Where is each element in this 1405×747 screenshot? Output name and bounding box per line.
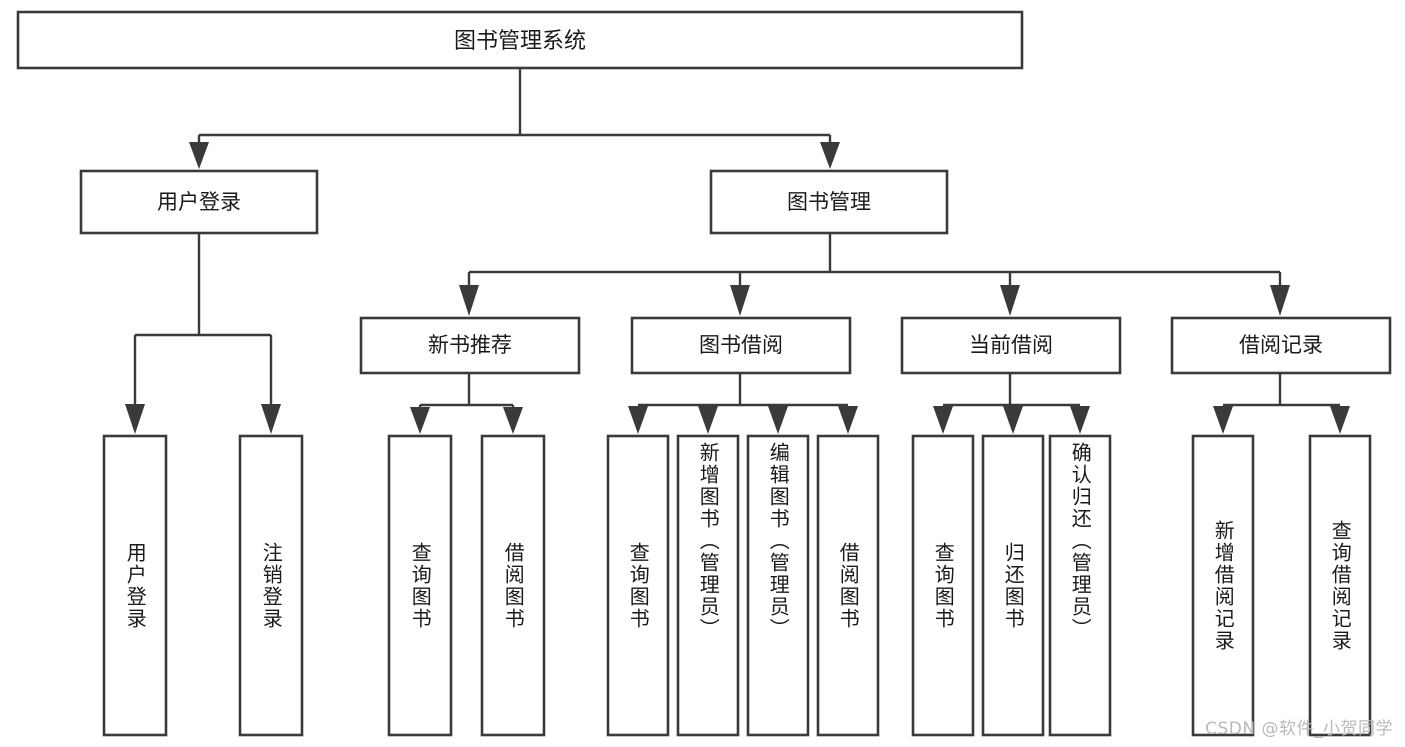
book-borrow-label: 图书借阅 [699, 333, 783, 357]
arrowhead-br-add [1213, 406, 1233, 434]
node-borrow-record[interactable]: 借阅记录 [1170, 316, 1392, 375]
arrowhead-borrow-record [1270, 285, 1290, 316]
edge-group-root [189, 68, 840, 169]
root-box[interactable] [16, 10, 1024, 70]
leaf-boxes [102, 434, 1372, 737]
arrowhead-new-book-rec [459, 285, 479, 316]
leaf-box-bb-borrow[interactable] [816, 434, 880, 737]
edge-group-book-borrow [628, 373, 858, 434]
new-book-rec-box[interactable] [359, 316, 581, 375]
node-book-borrow[interactable]: 图书借阅 [630, 316, 852, 375]
arrowhead-bb-query [628, 406, 648, 434]
leaf-box-leaf-user-login[interactable] [102, 434, 168, 737]
arrowhead-cb-query [933, 406, 953, 434]
arrowhead-br-query [1330, 406, 1350, 434]
current-borrow-box[interactable] [900, 316, 1122, 375]
book-manage-label: 图书管理 [787, 190, 871, 214]
node-current-borrow[interactable]: 当前借阅 [900, 316, 1122, 375]
edge-group-new-book-rec [410, 373, 523, 434]
arrowhead-nb-borrow [503, 407, 523, 434]
watermark-text: CSDN @软件_小贺同学 [1205, 719, 1393, 739]
node-new-book-rec[interactable]: 新书推荐 [359, 316, 581, 375]
edge-group-book-manage [459, 233, 1290, 316]
arrowhead-nb-query [410, 407, 430, 434]
root-label: 图书管理系统 [454, 29, 586, 54]
arrowhead-book-manage [820, 142, 840, 169]
user-login-label: 用户登录 [157, 190, 241, 214]
arrowhead-book-borrow [730, 285, 750, 316]
leaf-box-br-add[interactable] [1191, 434, 1255, 737]
arrowhead-user-login [189, 142, 209, 169]
arrowhead-bb-borrow [838, 406, 858, 434]
leaf-box-bb-add[interactable] [676, 434, 740, 737]
user-login-box[interactable] [79, 169, 319, 235]
edge-group-user-login [125, 233, 281, 434]
leaf-box-cb-return[interactable] [981, 434, 1045, 737]
edge-group-current-borrow [933, 373, 1090, 434]
node-book-manage[interactable]: 图书管理 [709, 169, 949, 235]
node-user-login[interactable]: 用户登录 [79, 169, 319, 235]
leaf-box-cb-confirm[interactable] [1048, 434, 1112, 737]
node-root[interactable]: 图书管理系统 [16, 10, 1024, 70]
leaf-box-leaf-user-logout[interactable] [238, 434, 304, 737]
borrow-record-label: 借阅记录 [1239, 333, 1323, 357]
leaf-box-br-query[interactable] [1308, 434, 1372, 737]
leaf-box-nb-query[interactable] [387, 434, 453, 737]
arrowhead-current-borrow [1000, 285, 1020, 316]
book-borrow-box[interactable] [630, 316, 852, 375]
new-book-rec-label: 新书推荐 [428, 333, 512, 357]
arrowhead-leaf-user-login [125, 404, 145, 434]
current-borrow-label: 当前借阅 [969, 333, 1053, 357]
leaf-box-nb-borrow[interactable] [480, 434, 546, 737]
arrowhead-cb-return [1003, 406, 1023, 434]
arrowhead-bb-edit [768, 406, 788, 434]
leaf-box-bb-edit[interactable] [746, 434, 810, 737]
leaf-box-cb-query[interactable] [911, 434, 975, 737]
borrow-record-box[interactable] [1170, 316, 1392, 375]
arrowhead-bb-add [698, 406, 718, 434]
edge-group-borrow-record [1213, 373, 1350, 434]
book-manage-box[interactable] [709, 169, 949, 235]
arrowhead-cb-confirm [1070, 406, 1090, 434]
leaf-box-bb-query[interactable] [606, 434, 670, 737]
arrowhead-leaf-user-logout [261, 404, 281, 434]
